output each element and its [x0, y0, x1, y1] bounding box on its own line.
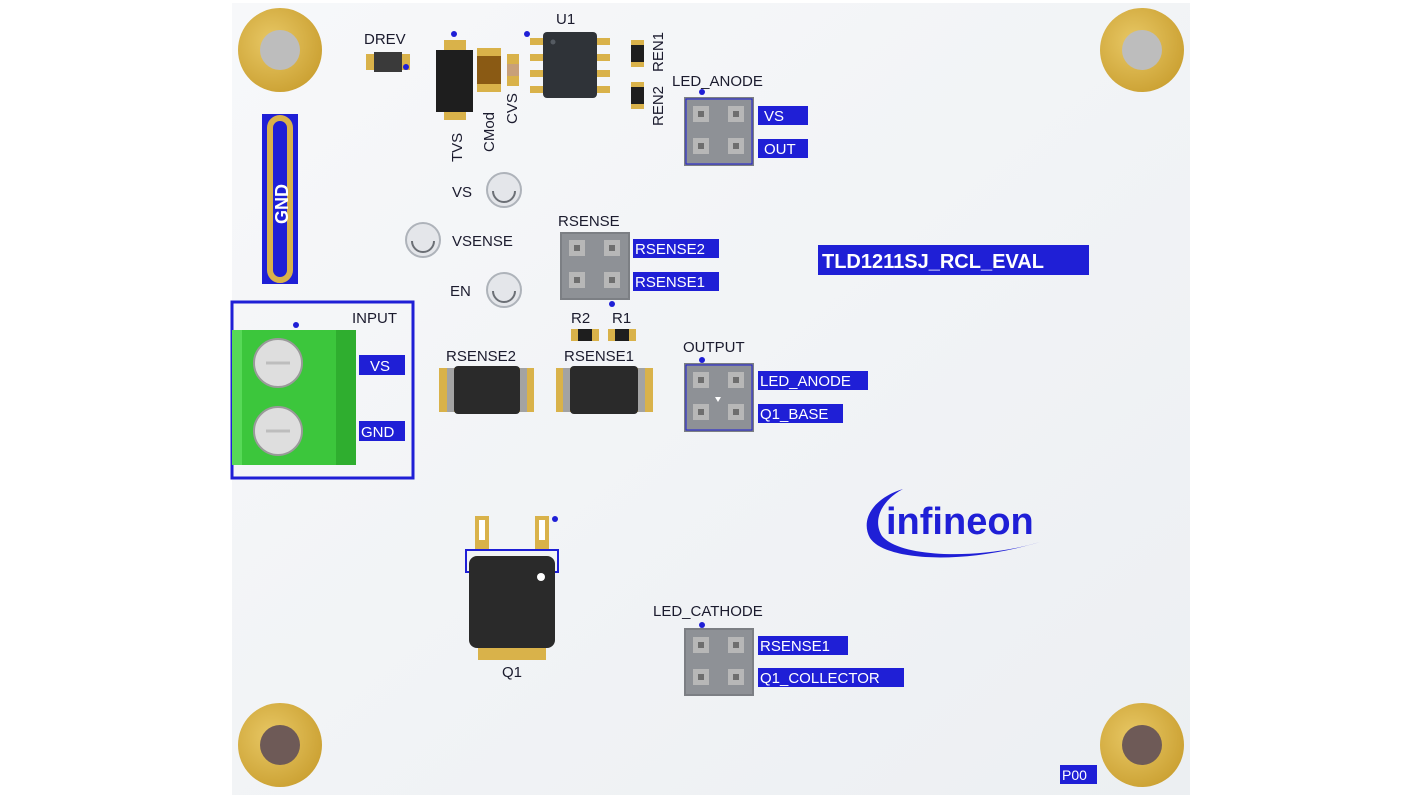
led-cathode-title: LED_CATHODE	[653, 603, 763, 620]
led-cathode-pin-rsense1: RSENSE1	[760, 638, 830, 655]
rsense2-resistor-label: RSENSE2	[446, 348, 516, 365]
led-anode-header	[684, 97, 754, 166]
rsense1-resistor	[556, 366, 653, 414]
rsense-pin-rsense2: RSENSE2	[635, 241, 705, 258]
r1-resistor	[608, 329, 636, 341]
output-pin-q1-base: Q1_BASE	[760, 406, 828, 423]
gnd-jumper	[262, 114, 298, 284]
ren1-label: REN1	[650, 32, 667, 72]
drev-label: DREV	[364, 31, 406, 48]
en-testpoint-label: EN	[450, 283, 471, 300]
ren2-label: REN2	[650, 86, 667, 126]
gnd-strip-label: GND	[272, 184, 292, 224]
ren1-resistor	[631, 40, 644, 67]
cmod-label: CMod	[481, 112, 498, 152]
q1-transistor	[465, 516, 559, 660]
output-pin-led-anode: LED_ANODE	[760, 373, 851, 390]
input-pin-vs: VS	[370, 358, 390, 375]
rsense-header	[560, 232, 630, 300]
rsense-header-label: RSENSE	[558, 213, 620, 230]
vsense-testpoint	[405, 222, 441, 258]
u1-ic	[530, 32, 610, 98]
q1-label: Q1	[502, 664, 522, 681]
vs-testpoint-label: VS	[452, 184, 472, 201]
drev-diode	[366, 52, 410, 72]
ren2-resistor	[631, 82, 644, 109]
mounting-hole-bottom-left	[238, 703, 322, 787]
r1-label: R1	[612, 310, 631, 327]
input-terminal-block	[232, 330, 356, 465]
led-cathode-header	[684, 628, 754, 696]
r2-label: R2	[571, 310, 590, 327]
output-title: OUTPUT	[683, 339, 745, 356]
cvs-label: CVS	[504, 93, 521, 124]
mounting-hole-bottom-right	[1100, 703, 1184, 787]
input-pin-gnd: GND	[361, 424, 395, 441]
u1-label: U1	[556, 11, 575, 28]
tvs-label: TVS	[449, 133, 466, 162]
rsense1-resistor-label: RSENSE1	[564, 348, 634, 365]
input-title: INPUT	[352, 310, 397, 327]
tvs-diode	[436, 40, 473, 120]
cmod-capacitor	[477, 48, 501, 92]
en-testpoint	[486, 272, 522, 308]
led-anode-pin-out: OUT	[764, 141, 796, 158]
board-revision: P00	[1062, 767, 1087, 783]
led-anode-title: LED_ANODE	[672, 73, 763, 90]
rsense2-resistor	[439, 366, 534, 414]
infineon-logo-text: infineon	[886, 501, 1034, 543]
r2-resistor	[571, 329, 599, 341]
board-title: TLD1211SJ_RCL_EVAL	[822, 251, 1044, 273]
output-header	[684, 363, 754, 432]
mounting-hole-top-right	[1100, 8, 1184, 92]
led-anode-pin-vs: VS	[764, 108, 784, 125]
rsense-pin-rsense1: RSENSE1	[635, 274, 705, 291]
cvs-capacitor	[507, 54, 519, 86]
led-cathode-pin-q1-collector: Q1_COLLECTOR	[760, 670, 880, 687]
vs-testpoint	[486, 172, 522, 208]
mounting-hole-top-left	[238, 8, 322, 92]
vsense-testpoint-label: VSENSE	[452, 233, 513, 250]
